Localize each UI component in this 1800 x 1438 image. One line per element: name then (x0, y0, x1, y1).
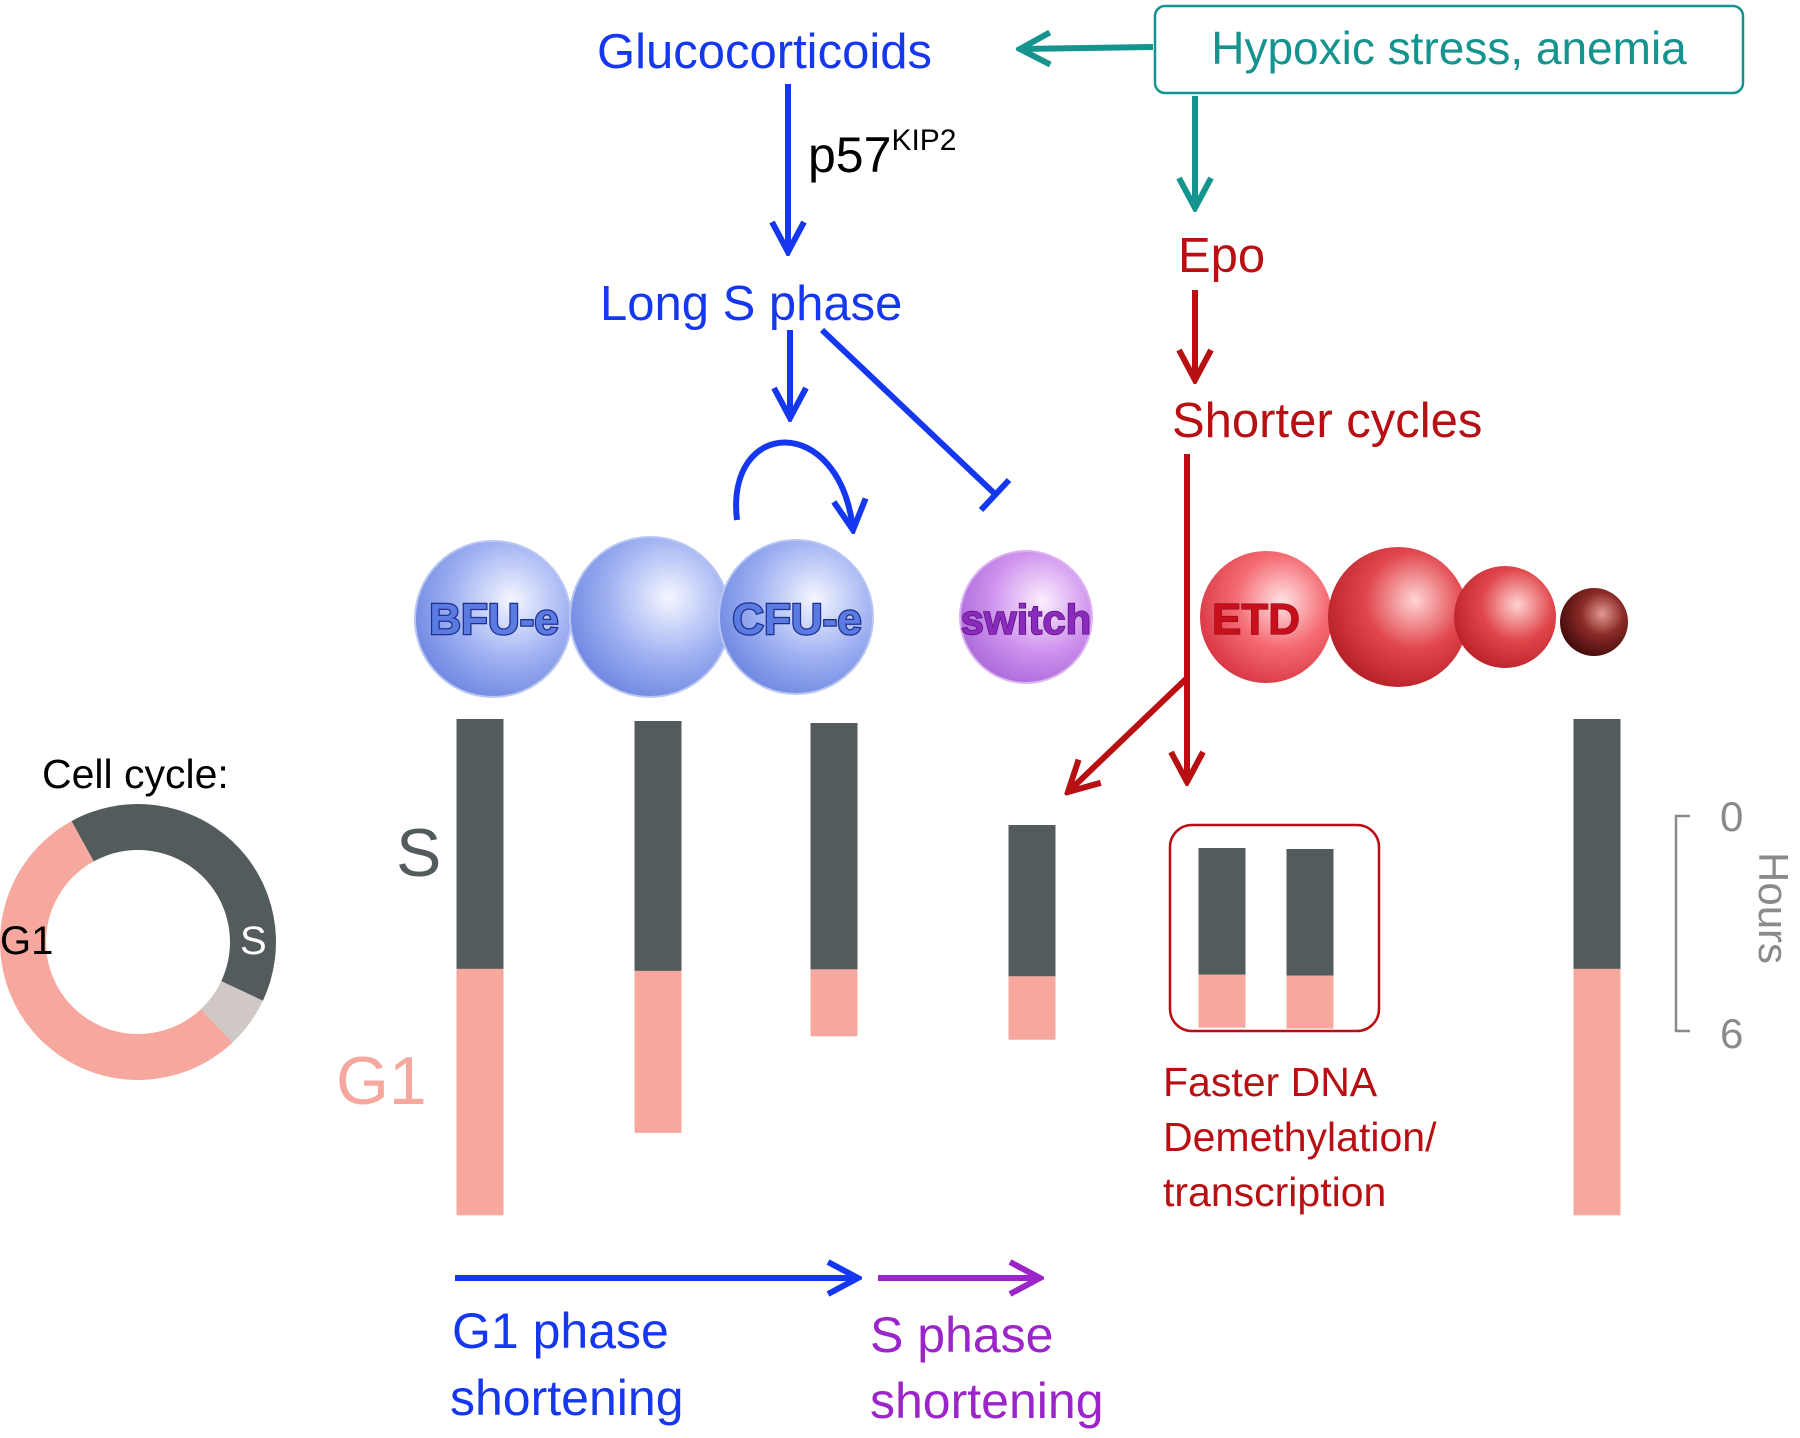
ring-s-label: S (240, 919, 267, 963)
cells-row: BFU-e CFU-e switch ETD (414, 536, 1628, 698)
bar-g1-segment (810, 969, 858, 1037)
etd-bars-box (1168, 823, 1381, 1033)
epo-label: Epo (1178, 229, 1265, 283)
bar-g1-segment (1008, 976, 1056, 1040)
stress-label: Hypoxic stress, anemia (1211, 22, 1687, 74)
bar-s-segment (634, 721, 682, 971)
curved-arrow-self-renewal (733, 439, 853, 530)
cell-label-cfu-e: CFU-e (732, 595, 862, 644)
ring-gap-segment (200, 981, 263, 1043)
cell-switch (959, 550, 1093, 684)
bar-g1-segment (456, 968, 504, 1216)
arrow-shorter-cycles-to-switch-bar (1068, 675, 1190, 792)
g1-shortening-line1: G1 phase (452, 1303, 669, 1359)
phase-label-g1: G1 (336, 1043, 427, 1119)
faster-dna-line3: transcription (1163, 1169, 1386, 1215)
cell-label-bfu-e: BFU-e (429, 595, 559, 644)
cell-label-switch: switch (961, 596, 1092, 643)
ring-s-segment (71, 804, 276, 1001)
s-shortening-line2: shortening (870, 1373, 1104, 1429)
cell-cycle-title: Cell cycle: (42, 751, 229, 797)
bar-g1-segment (1573, 968, 1621, 1216)
hours-axis-label: Hours (1750, 852, 1797, 964)
cell-cycle-ring (0, 804, 276, 1080)
bar-s-segment (1198, 848, 1246, 975)
arrow-stress-to-glucocorticoids (1020, 47, 1154, 49)
faster-dna-line1: Faster DNA (1163, 1059, 1378, 1105)
cell-erythroblast-2 (1454, 566, 1556, 668)
phase-label-s: S (396, 815, 441, 891)
cell-erythroblast-3 (1560, 588, 1628, 656)
p57-superscript: KIP2 (891, 124, 956, 157)
s-shortening-line1: S phase (870, 1307, 1053, 1363)
hours-scale: 0 6 Hours (1674, 793, 1797, 1057)
hours-tick-top: 0 (1720, 793, 1743, 840)
long-s-phase-label: Long S phase (600, 277, 902, 331)
bar-g1-segment (1198, 974, 1246, 1028)
p57-main: p57 (808, 127, 891, 183)
glucocorticoids-label: Glucocorticoids (597, 25, 932, 79)
bar-s-segment (1286, 849, 1334, 976)
shorter-cycles-label: Shorter cycles (1172, 394, 1482, 448)
bar-s-segment (810, 723, 858, 970)
ring-g1-segment (0, 821, 233, 1080)
hours-tick-bottom: 6 (1720, 1010, 1743, 1057)
cycle-bars (456, 719, 1621, 1216)
inhibition-line-long-s-to-switch (819, 327, 998, 497)
inhibition-bar (978, 477, 1012, 513)
g1-shortening-line2: shortening (450, 1370, 684, 1426)
bar-s-segment (1008, 825, 1056, 977)
cell-etd (1200, 551, 1332, 683)
stress-box (1153, 4, 1745, 95)
bar-s-segment (456, 719, 504, 969)
hours-bracket (1674, 814, 1690, 1033)
ring-g1-label: G1 (0, 919, 53, 963)
bar-s-segment (1573, 719, 1621, 969)
bar-g1-segment (1286, 975, 1334, 1029)
cell-erythroblast-1 (1328, 547, 1468, 687)
faster-dna-line2: Demethylation/ (1163, 1114, 1437, 1160)
cell-intermediate (569, 536, 731, 698)
bar-g1-segment (634, 970, 682, 1133)
cell-cfu-e (718, 539, 874, 695)
cell-label-etd: ETD (1212, 595, 1300, 644)
p57-label: p57KIP2 (808, 124, 956, 183)
